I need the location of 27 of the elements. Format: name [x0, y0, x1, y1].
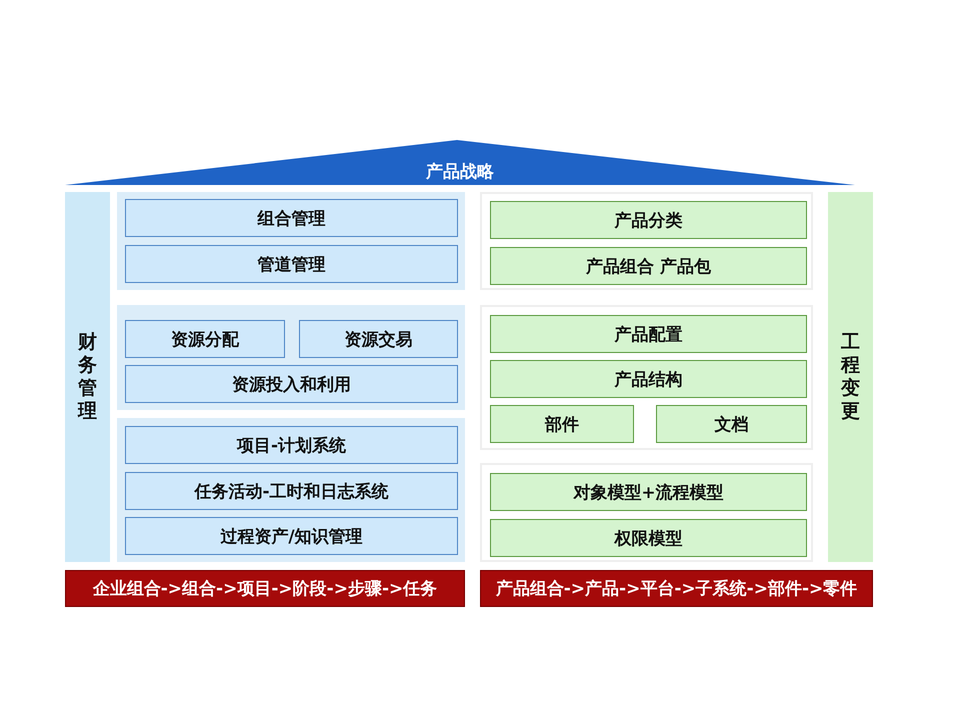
process-box: 产品分类	[490, 201, 807, 239]
process-box: 管道管理	[125, 245, 458, 283]
process-box: 资源投入和利用	[125, 365, 458, 403]
panel	[480, 463, 813, 562]
hierarchy-bar: 企业组合->组合->项目->阶段->步骤->任务	[65, 570, 465, 607]
panel	[117, 305, 465, 410]
panel	[117, 192, 465, 290]
process-box: 组合管理	[125, 199, 458, 237]
side-band: 财务管理	[65, 192, 110, 562]
process-box: 任务活动-工时和日志系统	[125, 472, 458, 510]
process-box: 产品配置	[490, 315, 807, 353]
hierarchy-bar: 产品组合->产品->平台->子系统->部件->零件	[480, 570, 873, 607]
panel	[480, 305, 813, 450]
side-band: 工程变更	[828, 192, 873, 562]
process-box: 对象模型+流程模型	[490, 473, 807, 511]
process-box: 项目-计划系统	[125, 426, 458, 464]
process-box: 资源分配	[125, 320, 285, 358]
process-box: 文档	[656, 405, 807, 443]
roof-label: 产品战略	[426, 161, 494, 183]
panel	[117, 418, 465, 562]
process-box: 资源交易	[299, 320, 458, 358]
panel	[480, 192, 813, 290]
process-box: 产品组合 产品包	[490, 247, 807, 285]
process-box: 部件	[490, 405, 634, 443]
process-box: 过程资产/知识管理	[125, 517, 458, 555]
process-box: 权限模型	[490, 519, 807, 557]
process-box: 产品结构	[490, 360, 807, 398]
